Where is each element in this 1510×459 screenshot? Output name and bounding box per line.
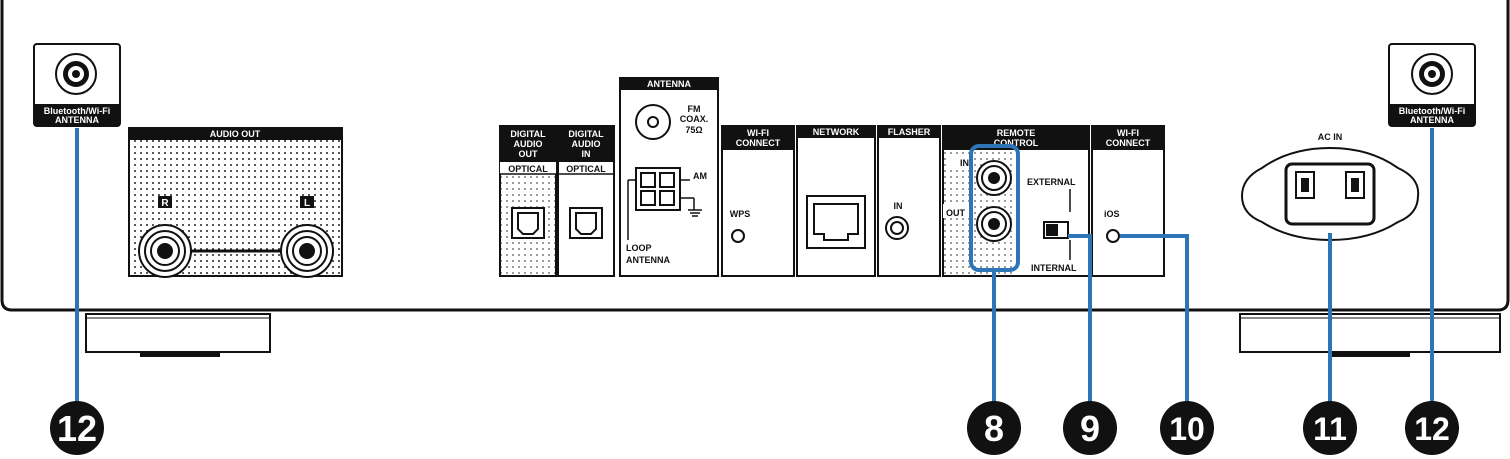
antenna-right-label-1: Bluetooth/Wi-Fi (1399, 106, 1465, 116)
external-label: EXTERNAL (1027, 177, 1076, 187)
callout-12-left: 12 (50, 401, 104, 455)
left-foot (85, 313, 271, 357)
wifi-connect-wps-panel: WI-FI CONNECT WPS (721, 125, 795, 277)
wifi-connect-l1: WI-FI (747, 128, 769, 138)
antenna-header: ANTENNA (647, 79, 691, 89)
rca-jack-r (138, 224, 192, 278)
digital-audio-in-panel: DIGITAL AUDIO IN OPTICAL (557, 125, 615, 277)
callout-9: 9 (1063, 401, 1117, 455)
bluetooth-wifi-antenna-right: Bluetooth/Wi-Fi ANTENNA (1388, 43, 1476, 127)
network-header: NETWORK (813, 127, 860, 137)
remote-out-label: OUT (946, 208, 966, 218)
rca-jack-l (280, 224, 334, 278)
fm-ohm-label: 75Ω (685, 125, 702, 135)
loop-label: LOOP (626, 243, 652, 253)
callout-lines (75, 128, 1434, 402)
fm-coax-label: COAX. (680, 114, 709, 124)
callout-8-text: 8 (984, 408, 1004, 449)
antenna-left-label-1: Bluetooth/Wi-Fi (44, 106, 110, 116)
wps-label: WPS (730, 209, 751, 219)
audio-out-l-label: L (304, 198, 310, 209)
loop-antenna-label: ANTENNA (626, 255, 670, 265)
digital-out-sub: OPTICAL (508, 164, 548, 174)
am-label: AM (693, 171, 707, 181)
network-panel: NETWORK (796, 125, 876, 277)
audio-out-header: AUDIO OUT (210, 129, 261, 139)
flasher-panel: FLASHER IN (877, 125, 941, 277)
ac-in-panel: AC IN (1240, 132, 1420, 242)
wifi-connect-ios-panel: WI-FI CONNECT iOS (1091, 125, 1165, 277)
optical-in-port (575, 212, 597, 235)
remote-l1: REMOTE (997, 128, 1036, 138)
wifi-connect-l2: CONNECT (736, 138, 781, 148)
remote-in-label: IN (960, 158, 969, 168)
digital-out-l2: AUDIO (514, 139, 543, 149)
antenna-panel: ANTENNA FM COAX. 75Ω AM LOOP ANTENNA (619, 77, 719, 277)
digital-in-l2: AUDIO (572, 139, 601, 149)
ios-label: iOS (1104, 209, 1120, 219)
remote-in-jack (976, 160, 1012, 196)
callout-10: 10 (1160, 401, 1214, 455)
digital-in-l3: IN (582, 149, 591, 159)
callout-11-text: 11 (1313, 411, 1347, 447)
fm-label: FM (688, 104, 701, 114)
callout-9-text: 9 (1080, 408, 1100, 449)
digital-out-l3: OUT (519, 149, 539, 159)
wifi-connect2-l1: WI-FI (1117, 128, 1139, 138)
ac-in-label: AC IN (1318, 132, 1343, 142)
callout-10-text: 10 (1169, 411, 1205, 447)
audio-out-r-label: R (161, 198, 169, 209)
internal-label: INTERNAL (1031, 263, 1077, 273)
remote-l2: CONTROL (994, 138, 1039, 148)
bluetooth-wifi-antenna-left: Bluetooth/Wi-Fi ANTENNA (33, 43, 121, 127)
antenna-left-label-2: ANTENNA (55, 115, 99, 125)
antenna-right-label-2: ANTENNA (1410, 115, 1454, 125)
audio-out-panel: AUDIO OUT R L (128, 127, 343, 278)
callout-11: 11 (1303, 401, 1357, 455)
callout-12-right-text: 12 (1414, 411, 1450, 447)
digital-audio-out-panel: DIGITAL AUDIO OUT OPTICAL (499, 125, 557, 277)
digital-out-l1: DIGITAL (510, 129, 546, 139)
flasher-in-label: IN (894, 201, 903, 211)
digital-in-sub: OPTICAL (566, 164, 606, 174)
optical-out-port (517, 212, 539, 235)
wifi-connect2-l2: CONNECT (1106, 138, 1151, 148)
flasher-header: FLASHER (888, 127, 931, 137)
wps-button[interactable] (731, 229, 745, 243)
callout-12-right: 12 (1405, 401, 1459, 455)
remote-out-jack (976, 206, 1012, 242)
right-foot (1239, 313, 1501, 357)
callout-8: 8 (967, 401, 1021, 455)
callout-12-left-text: 12 (57, 408, 97, 449)
digital-in-l1: DIGITAL (568, 129, 604, 139)
ios-button[interactable] (1106, 229, 1120, 243)
